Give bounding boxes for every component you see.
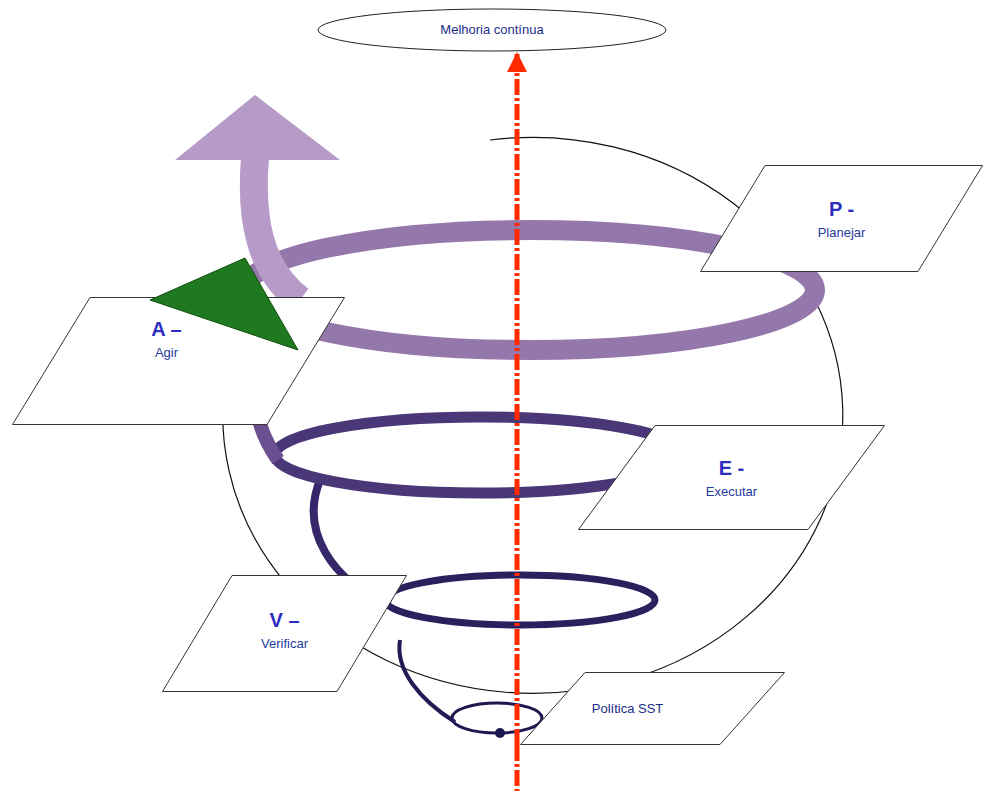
parallelogram-shape xyxy=(579,426,885,530)
phase-box: E - Executar xyxy=(578,425,885,530)
phase-letter: V – xyxy=(269,608,299,632)
parallelogram-shape xyxy=(13,298,345,425)
spiral-arrow-shaft xyxy=(254,158,300,300)
spiral-ring xyxy=(452,703,542,733)
parallelogram-shape xyxy=(521,673,785,745)
node-content: Melhoria contínua xyxy=(317,8,667,52)
spiral-ring xyxy=(385,575,655,625)
axis-arrow xyxy=(515,54,520,745)
phase-box: P - Planejar xyxy=(700,165,983,272)
policy-box: Política SST xyxy=(520,672,785,745)
node-content: P - Planejar xyxy=(700,165,983,272)
phase-box: A – Agir xyxy=(12,297,345,425)
node-content: V – Verificar xyxy=(162,575,407,692)
spiral-arrow-head xyxy=(175,95,340,160)
spiral-segment xyxy=(399,640,455,722)
goal-ellipse: Melhoria contínua xyxy=(317,8,667,52)
parallelogram-shape xyxy=(701,166,983,272)
node-content: Política SST xyxy=(520,672,785,745)
node-content: A – Agir xyxy=(12,297,345,425)
parallelogram-shape xyxy=(163,576,407,692)
spiral-origin xyxy=(495,728,505,738)
phase-letter: P - xyxy=(829,197,854,221)
parallelogram-outline xyxy=(12,297,345,425)
phase-name: Planejar xyxy=(818,225,866,241)
ellipse-shape xyxy=(318,9,666,51)
phase-box: V – Verificar xyxy=(162,575,407,692)
phase-letter: A – xyxy=(151,317,181,341)
phase-name: Agir xyxy=(155,345,178,361)
goal-label: Melhoria contínua xyxy=(440,22,543,38)
phase-letter: E - xyxy=(719,456,745,480)
axis-tail xyxy=(515,745,520,791)
phase-name: Executar xyxy=(706,484,757,500)
parallelogram-outline xyxy=(162,575,407,692)
green-pointer xyxy=(150,258,298,350)
phase-name: Verificar xyxy=(261,636,308,652)
node-content: E - Executar xyxy=(578,425,885,530)
policy-label: Política SST xyxy=(592,701,664,717)
